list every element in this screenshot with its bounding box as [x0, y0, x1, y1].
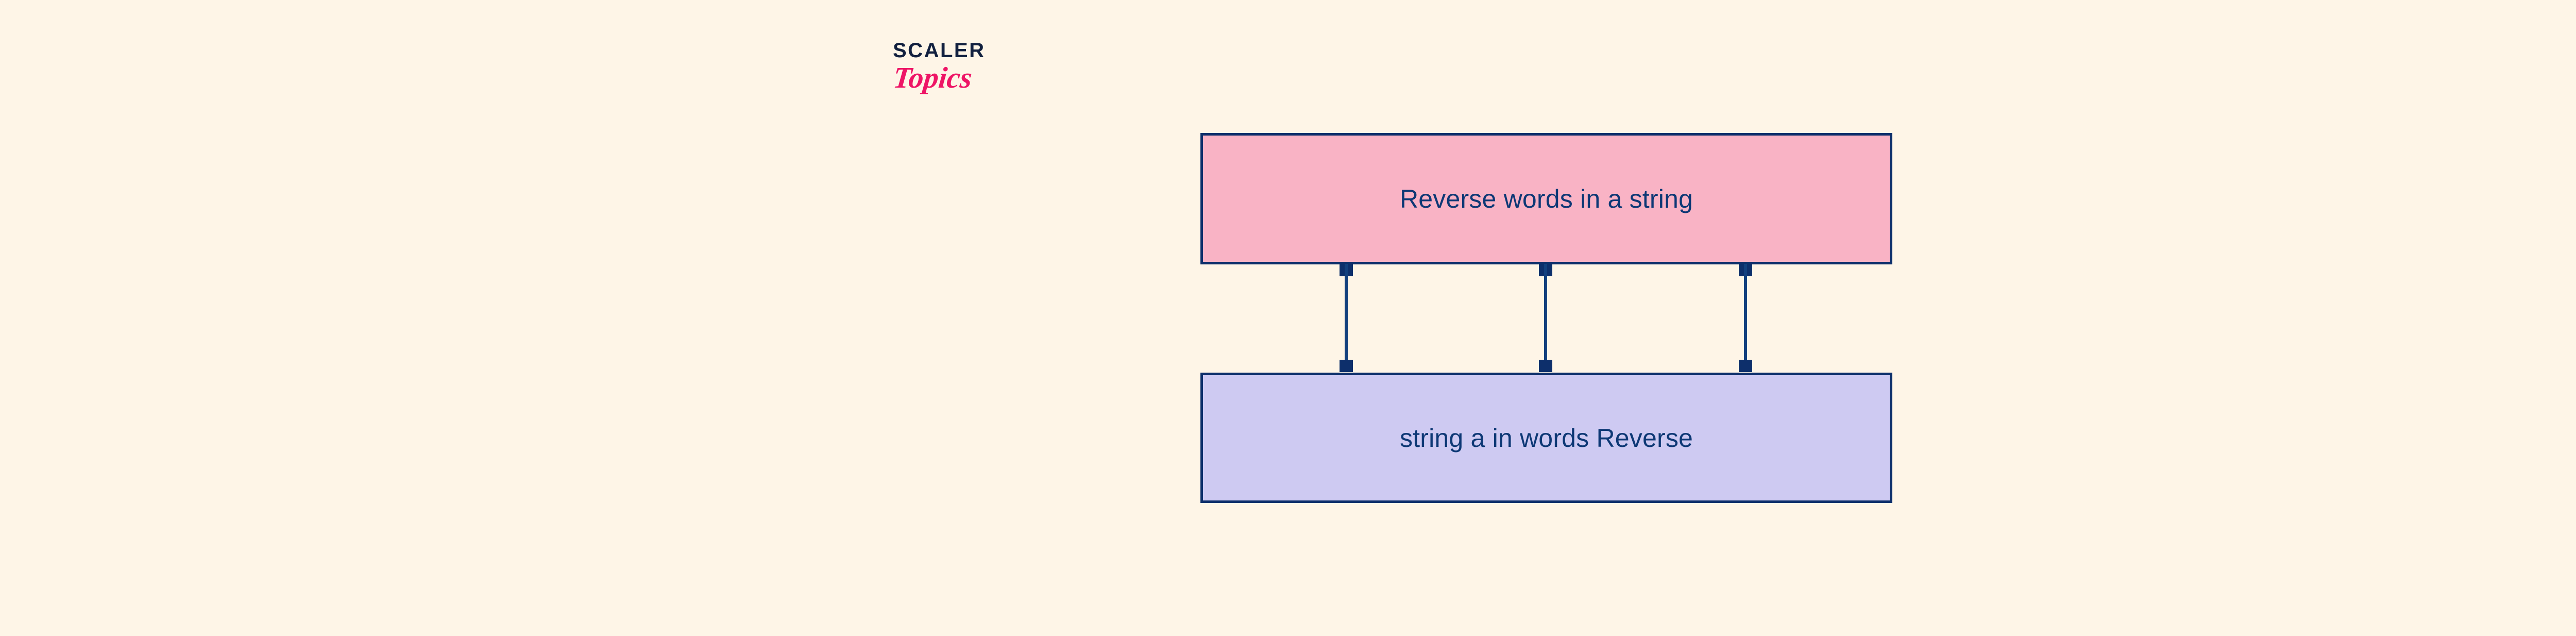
- input-string-label: Reverse words in a string: [1399, 184, 1693, 213]
- input-string-box: Reverse words in a string: [1200, 133, 1892, 264]
- connector-line-3: [1739, 264, 1752, 372]
- connector-stem-2: [1544, 264, 1547, 372]
- connector-cap-bottom-3: [1739, 360, 1752, 372]
- connector-line-2: [1539, 264, 1552, 372]
- connector-line-1: [1340, 264, 1353, 372]
- connector-cap-bottom-1: [1340, 360, 1353, 372]
- logo-wordmark: SCALER: [893, 39, 986, 62]
- logo-script-topics: Topics: [891, 61, 974, 94]
- connector-stem-3: [1744, 264, 1747, 372]
- connector-cap-bottom-2: [1539, 360, 1552, 372]
- connector-stem-1: [1345, 264, 1348, 372]
- output-string-label: string a in words Reverse: [1399, 423, 1693, 453]
- scaler-topics-logo: SCALER Topics: [891, 39, 1047, 123]
- output-string-box: string a in words Reverse: [1200, 373, 1892, 503]
